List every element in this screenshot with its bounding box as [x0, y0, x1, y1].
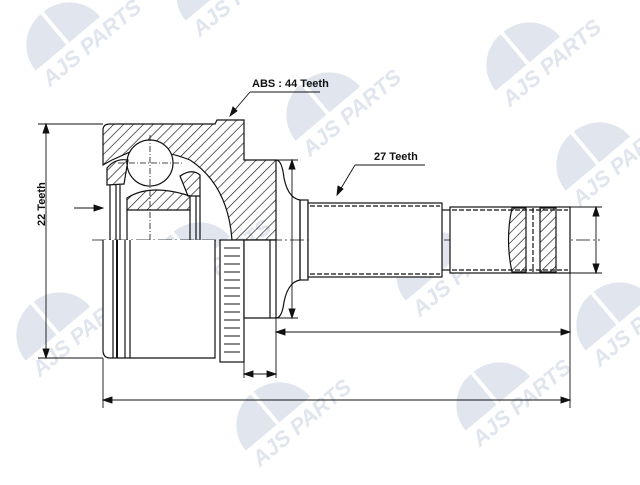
- shaft-spline-27: [307, 202, 443, 278]
- dimension-lines: [38, 91, 602, 408]
- abs-teeth-label: ABS : 44 Teeth: [252, 78, 329, 90]
- inner-teeth-label: 22 Teeth: [36, 182, 48, 226]
- cage-section: [126, 189, 191, 211]
- nut-section: [507, 207, 527, 273]
- housing-outer-lower: [102, 240, 216, 359]
- shaft-teeth-label: 27 Teeth: [374, 151, 418, 163]
- abs-ring: [219, 239, 245, 363]
